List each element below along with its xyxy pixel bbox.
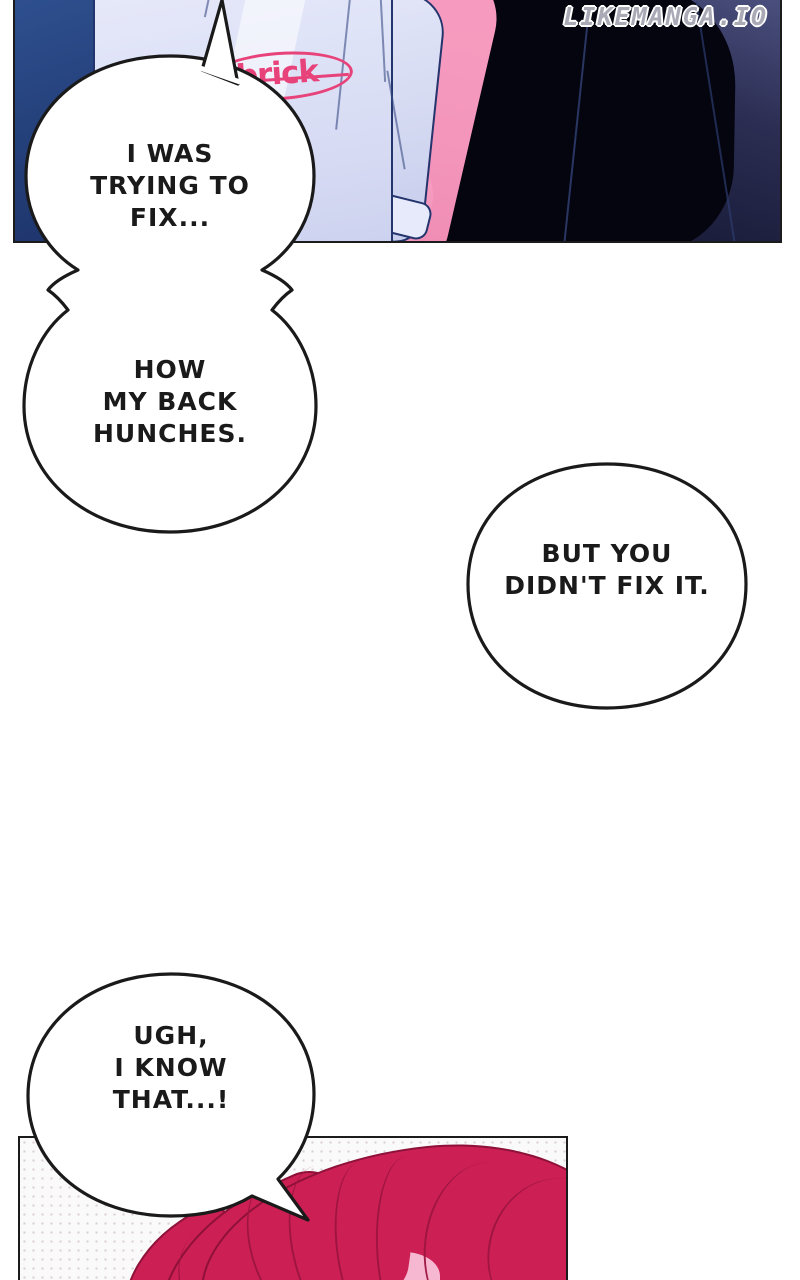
speech-bubble-3: BUT YOU DIDN'T FIX IT. [466, 462, 748, 710]
speech-bubble-group-1-2: I WAS TRYING TO FIX... HOW MY BACK HUNCH… [22, 0, 318, 534]
speech-bubble-4: UGH, I KNOW THAT...! [26, 972, 316, 1222]
tshirt-fold [377, 0, 387, 82]
site-watermark: LIKEMANGA.IO [563, 2, 768, 31]
